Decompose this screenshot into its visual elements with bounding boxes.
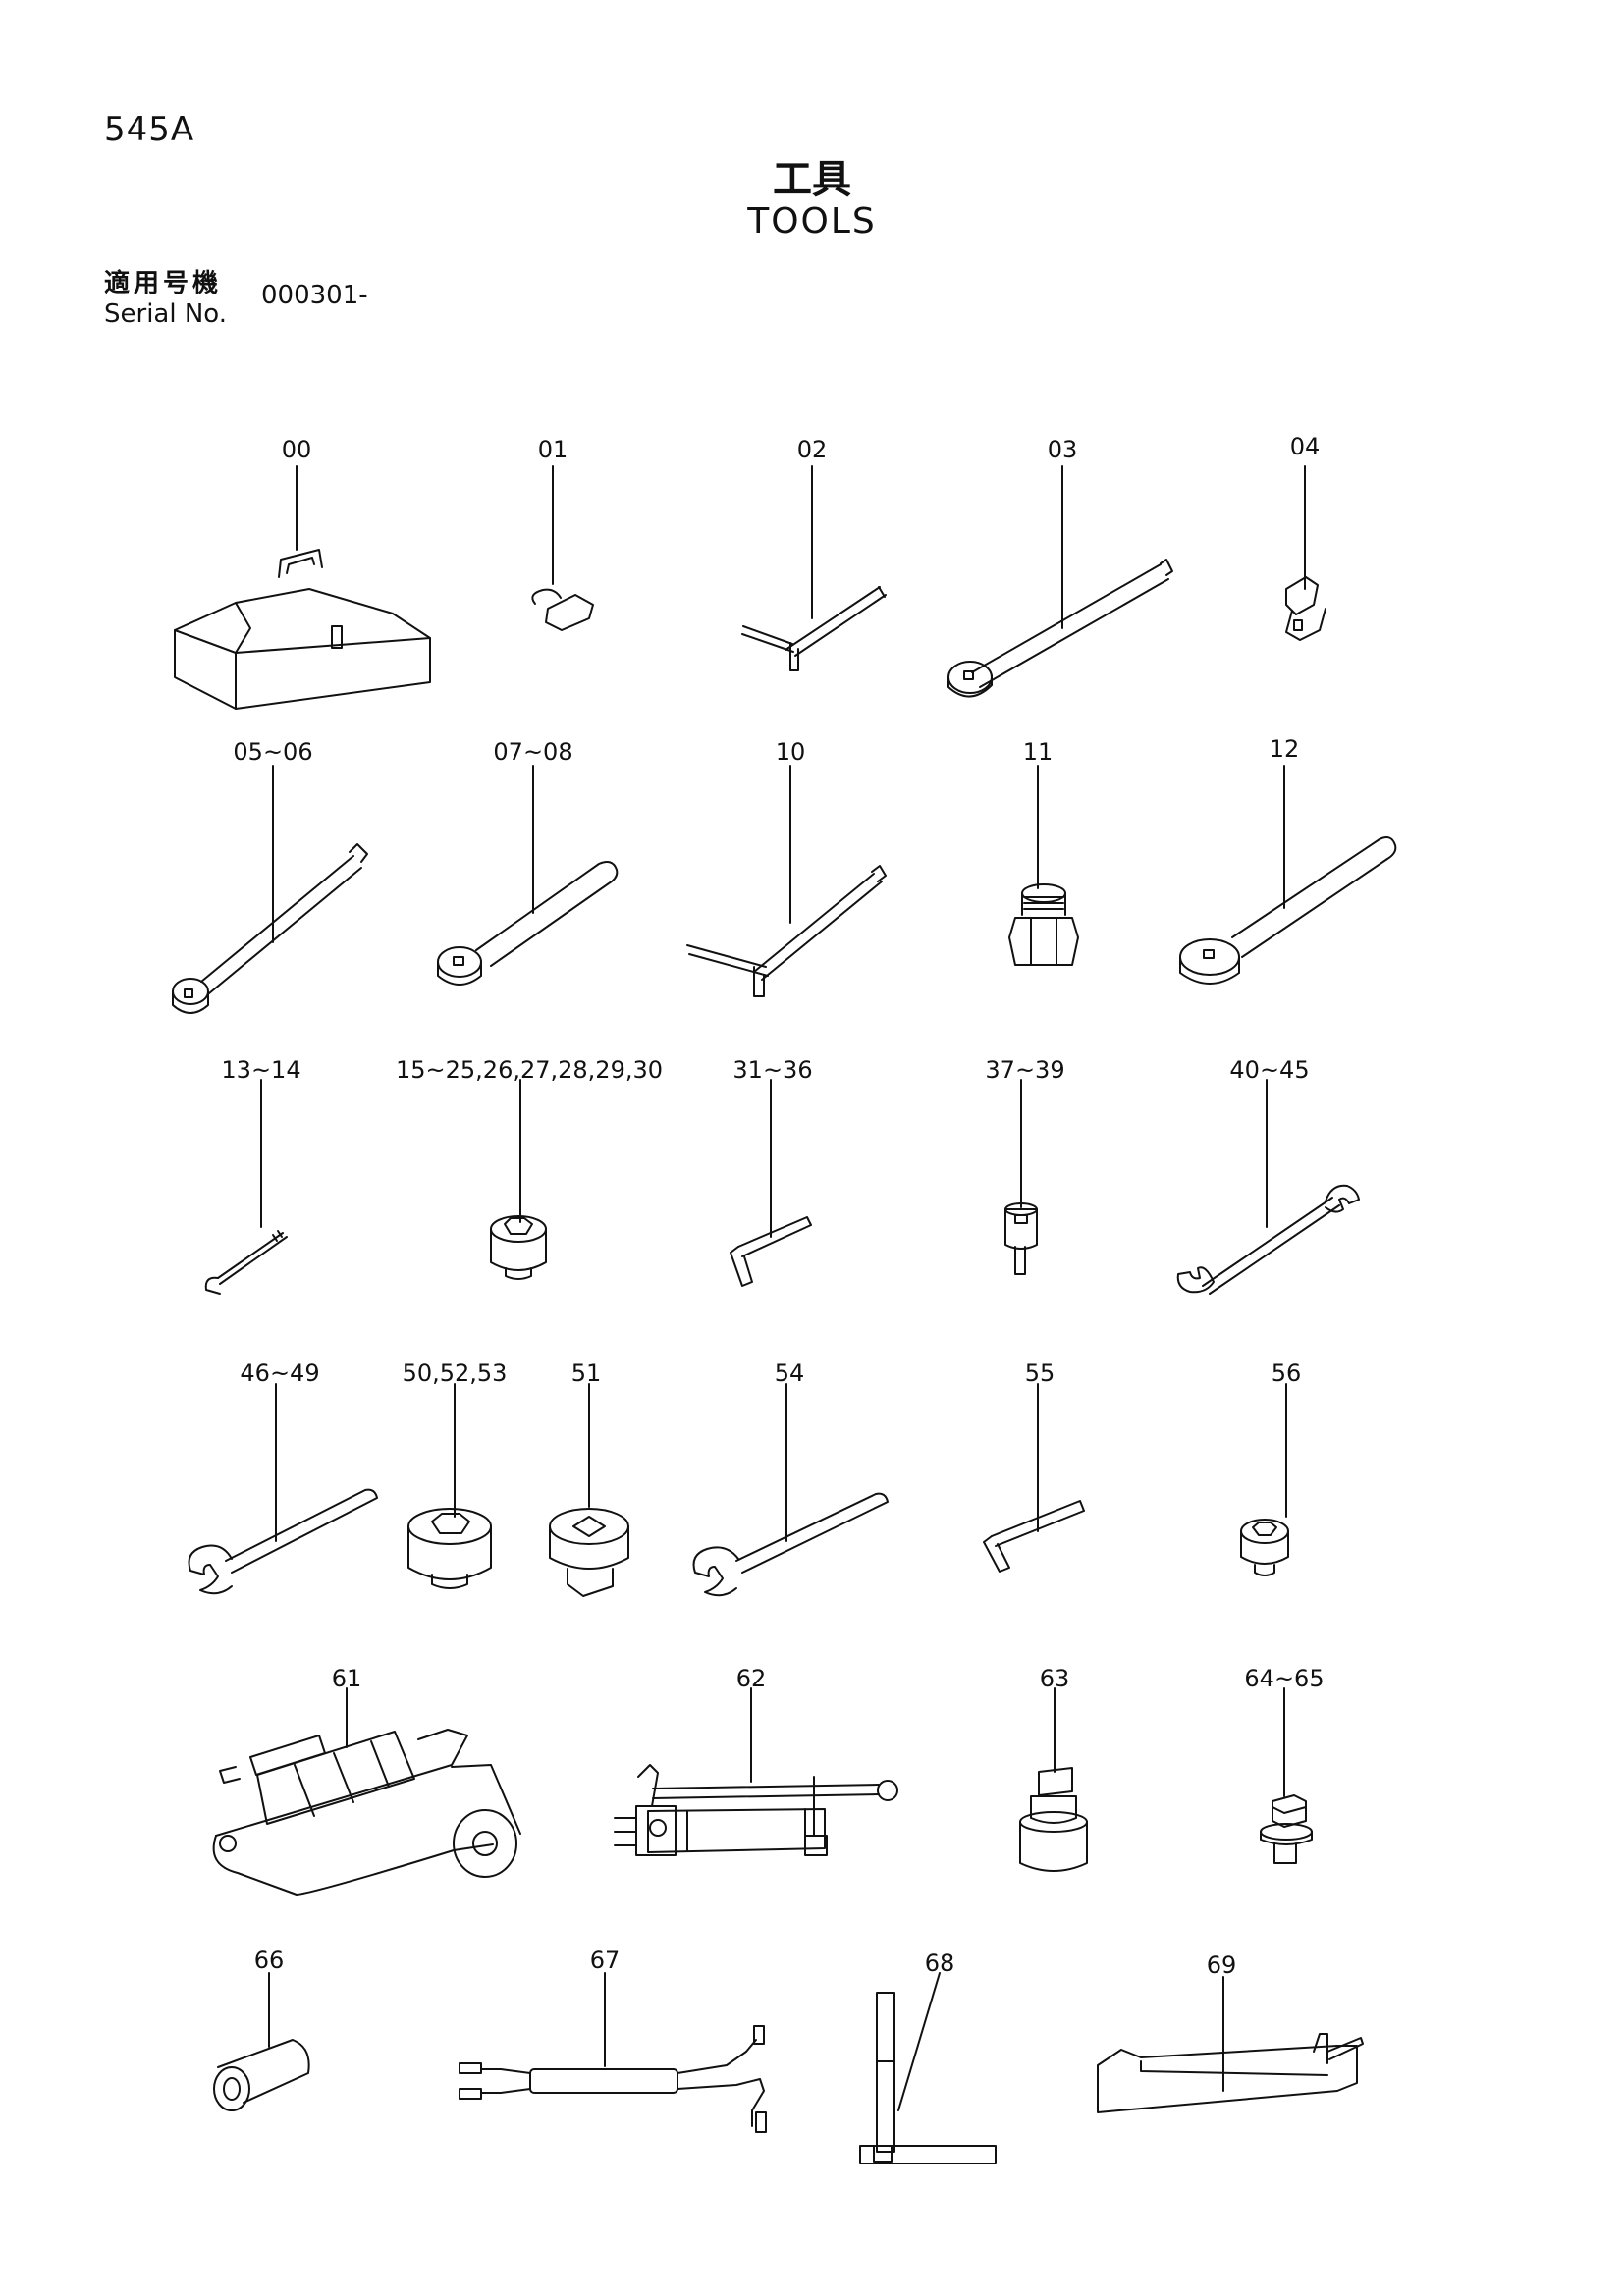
bit-socket-icon [1005,1080,1037,1274]
open-wrench-icon [189,1384,378,1593]
universal-joint-icon [1286,466,1326,640]
socket-handle-icon [948,466,1172,697]
part-label-01: 01 [537,436,568,463]
part-label-07-08: 07~08 [493,738,573,766]
serial-value: 000301- [261,281,368,310]
double-open-wrench-icon [1178,1080,1359,1294]
part-label-46-49: 46~49 [240,1360,320,1387]
t-handle-icon [687,766,886,996]
part-label-02: 02 [796,436,828,463]
hand-pump-icon [615,1688,897,1855]
part-label-05-06: 05~06 [233,738,313,766]
sleeve-icon [214,1973,309,2110]
ratchet-wrench-icon [1180,766,1395,984]
part-label-00: 00 [281,436,312,463]
part-label-31-36: 31~36 [732,1056,813,1084]
part-label-03: 03 [1047,436,1078,463]
hose-assembly-icon [460,1973,766,2132]
part-label-12: 12 [1269,735,1300,763]
hydraulic-wrench-icon [214,1688,520,1895]
hex-key-icon [984,1384,1084,1572]
part-label-50-52-53: 50,52,53 [402,1360,508,1387]
serial-label-jp: 適用号機 [104,269,223,298]
page-code: 545A [104,110,195,149]
t-wrench-icon [742,466,886,670]
part-label-40-45: 40~45 [1229,1056,1310,1084]
hex-key-icon [206,1080,287,1294]
page-title: TOOLS [747,201,877,241]
part-label-56: 56 [1271,1360,1302,1387]
open-wrench-icon [694,1384,889,1595]
part-label-15-30: 15~25,26,27,28,29,30 [395,1056,664,1084]
t-bar-icon [860,1973,996,2163]
part-label-67: 67 [589,1947,621,1974]
square-adapter-icon [1261,1688,1312,1863]
part-label-54: 54 [774,1360,805,1387]
part-label-66: 66 [253,1947,285,1974]
part-label-51: 51 [570,1360,602,1387]
hex-key-icon [731,1080,811,1286]
square-drive-socket-icon [550,1384,628,1596]
adapter-icon [1020,1688,1087,1871]
key-icon [532,466,593,630]
serial-label: Serial No. [104,299,227,329]
lever-icon [1098,1977,1363,2112]
part-label-69: 69 [1206,1951,1237,1979]
extension-bar-icon [173,766,367,1013]
ratchet-handle-icon [438,766,617,985]
page-title-jp: 工具 [773,157,851,202]
socket-icon [491,1080,546,1279]
part-label-04: 04 [1289,433,1321,460]
socket-icon [408,1384,491,1588]
part-label-11: 11 [1022,738,1054,766]
toolbox-icon [175,466,430,709]
adapter-nut-icon [1009,766,1078,965]
socket-icon [1241,1384,1288,1575]
part-label-55: 55 [1024,1360,1056,1387]
part-label-10: 10 [775,738,806,766]
part-label-37-39: 37~39 [985,1056,1065,1084]
